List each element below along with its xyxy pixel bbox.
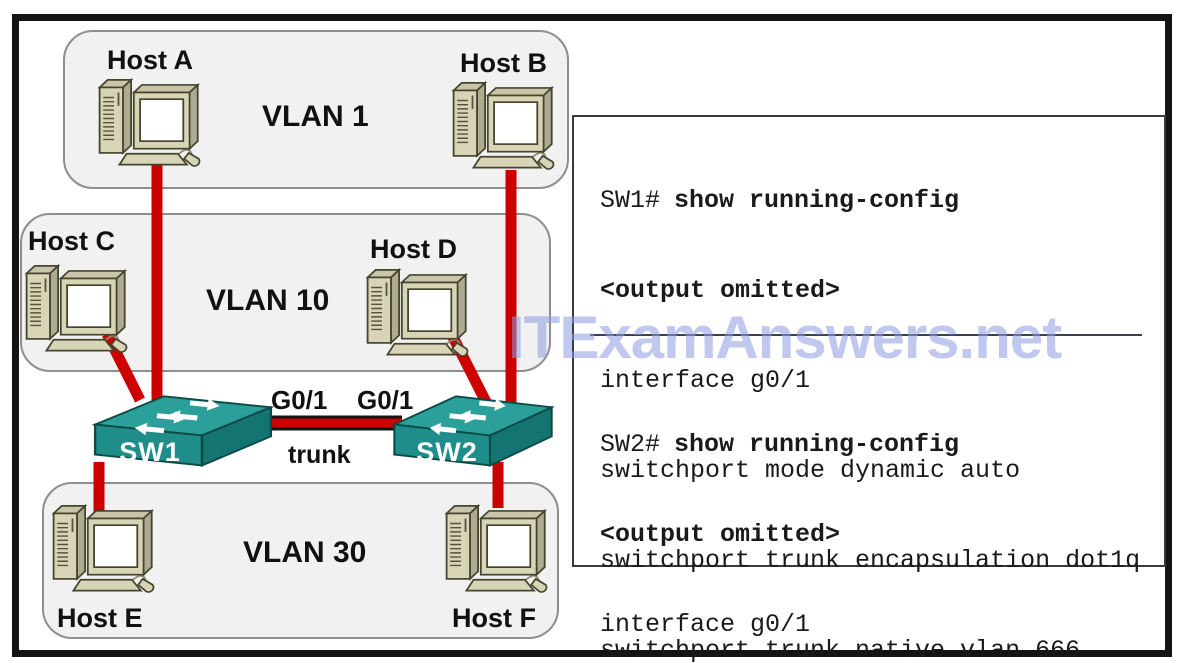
config-output-panel: SW1# show running-config <output omitted>… [572,115,1166,663]
cli-prompt-line: SW1# show running-config [600,186,1140,216]
host-d-label: Host D [370,234,457,264]
sw2-running-config-block: SW2# show running-config <output omitted>… [600,370,1140,663]
vlan30-label: VLAN 30 [243,536,367,569]
host-a-pc-icon [96,74,204,168]
vlan1-label: VLAN 1 [262,100,369,133]
cli-command: show running-config [674,186,960,215]
config-divider-line [590,334,1142,336]
cli-command: show running-config [674,430,960,459]
cli-output-omitted: <output omitted> [600,520,841,549]
host-a-label: Host A [107,45,193,75]
cli-prompt: SW2# [600,430,661,459]
host-f-label: Host F [452,603,536,633]
host-c-label: Host C [28,226,115,256]
host-b-label: Host B [460,48,547,78]
cli-output-omitted: <output omitted> [600,276,841,305]
cli-line: switchport trunk encapsulation dot1q [600,546,1141,575]
sw2-port-g01-label: G0/1 [357,385,414,415]
cli-prompt: SW1# [600,186,661,215]
sw2-label: SW2 [416,437,478,467]
cli-line: interface g0/1 [600,366,811,395]
sw1-port-g01-label: G0/1 [271,385,328,415]
host-c-pc-icon [23,260,131,354]
host-d-pc-icon [364,264,472,358]
host-e-label: Host E [57,603,143,633]
host-e-pc-icon [50,500,158,594]
host-b-pc-icon [450,77,558,171]
cli-line: switchport mode dynamic auto [600,456,1021,485]
diagram-border [12,14,1172,657]
host-f-pc-icon [443,500,551,594]
sw1-running-config-block: SW1# show running-config <output omitted>… [600,126,1140,663]
trunk-label: trunk [288,441,351,469]
cli-prompt-line: SW2# show running-config [600,430,1140,460]
vlan10-label: VLAN 10 [206,284,330,317]
cli-line: interface g0/1 [600,610,811,639]
cli-line: switchport trunk native vlan 666 [600,636,1081,663]
sw1-label: SW1 [119,437,181,467]
